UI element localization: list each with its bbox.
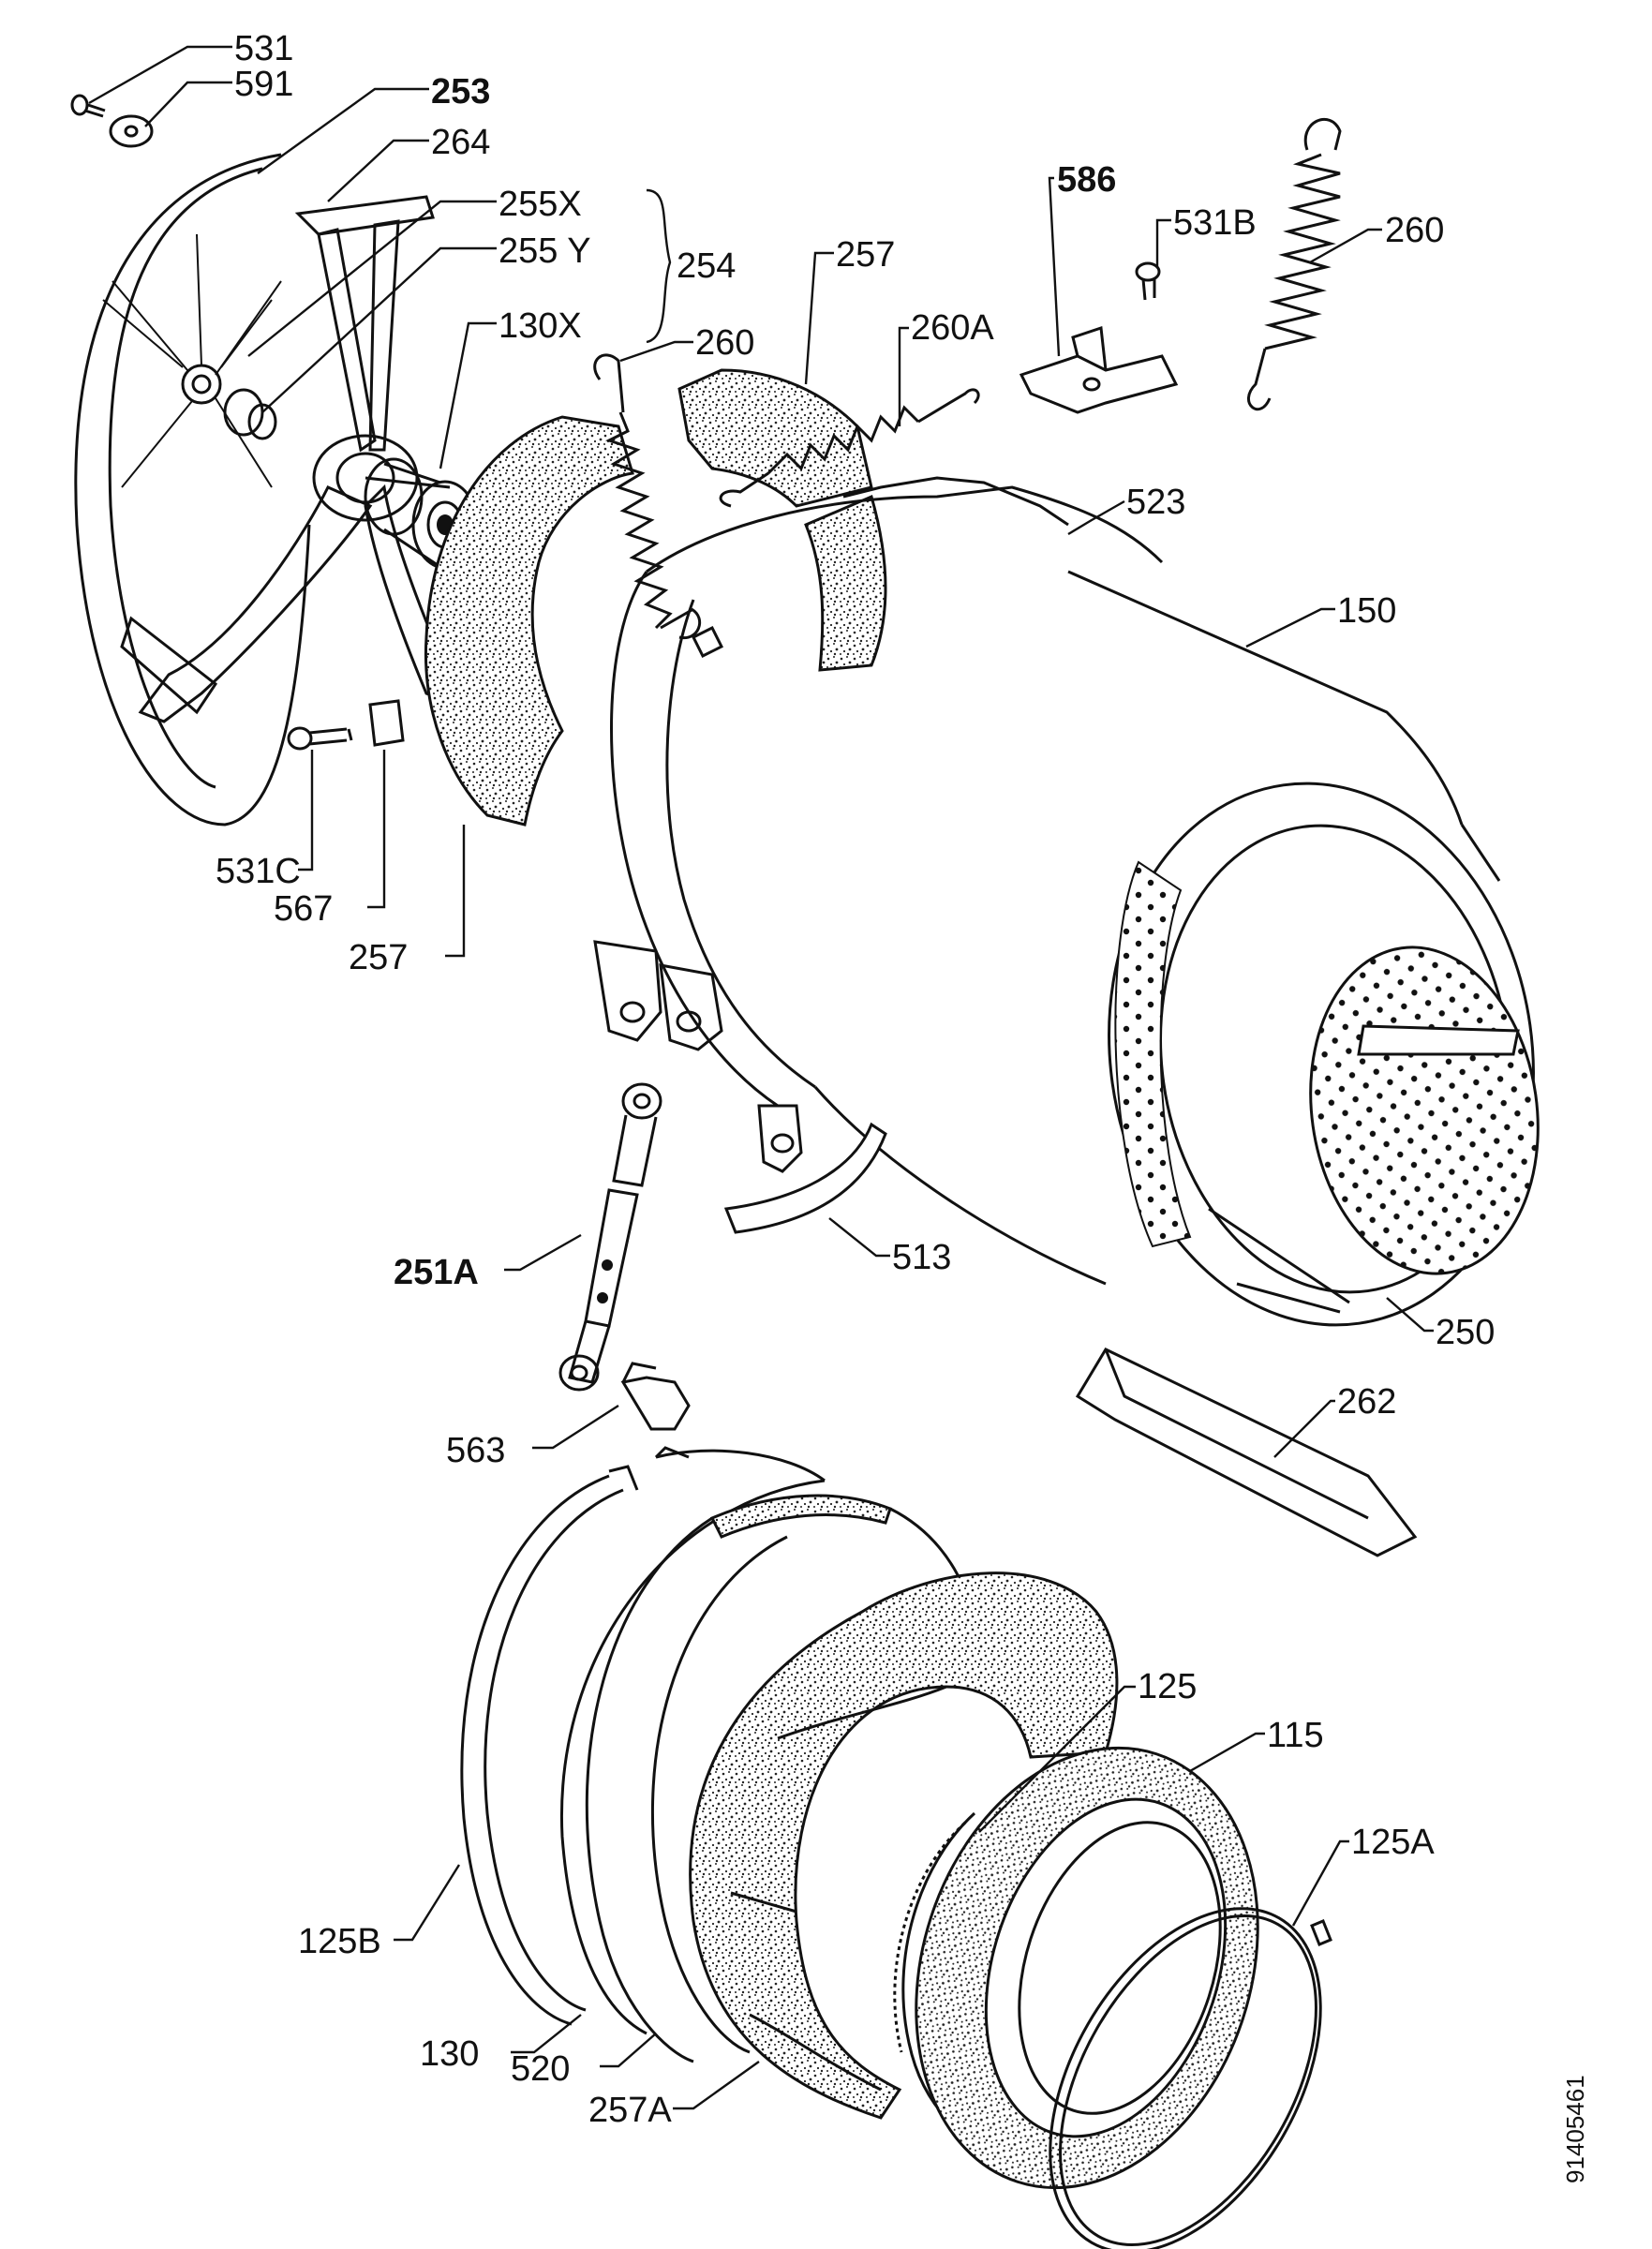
outer-tub-150 [610,476,1501,1286]
front-tub-520 [585,1494,981,2063]
screw-531B [1135,261,1161,301]
label-250: 250 [1436,1313,1495,1352]
label-264: 264 [431,123,490,162]
label-531: 531 [234,29,293,68]
label-586: 586 [1057,160,1116,200]
spring-260-A [719,388,980,508]
label-531B: 531B [1173,203,1257,243]
label-513: 513 [892,1238,951,1277]
label-563: 563 [446,1431,505,1470]
screw-531 [70,94,106,118]
label-591: 591 [234,65,293,104]
bracket-586 [1019,325,1179,414]
leader-lines [88,45,1434,2110]
tub-mount-lugs [593,625,803,1173]
shaft-and-bearings [223,388,479,570]
shock-absorber-251A [558,1082,662,1392]
bolt-563 [620,1362,691,1431]
label-255y: 255 Y [499,231,591,271]
label-260-left: 260 [695,323,754,363]
label-567: 567 [274,889,333,929]
label-523: 523 [1126,483,1185,522]
label-257A: 257A [588,2091,672,2130]
label-125B: 125B [298,1922,381,1961]
drum-pulley-253 [74,153,311,827]
clamp-ring-125B [460,1446,826,2026]
label-130: 130 [420,2034,479,2074]
label-150: 150 [1337,591,1396,631]
counterweight-257A [689,1571,1119,2120]
screw-531C [287,726,353,751]
label-260A: 260A [911,308,994,348]
inner-drum-250 [1108,782,1540,1327]
label-260-right: 260 [1385,211,1444,250]
label-125A: 125A [1351,1823,1435,1862]
label-257-top: 257 [836,235,895,275]
label-251A: 251A [394,1253,479,1292]
label-255x: 255X [499,185,582,224]
label-257-left: 257 [349,938,408,977]
label-531C: 531C [216,852,301,891]
bellows-115 [915,1746,1259,2190]
label-262: 262 [1337,1382,1396,1422]
label-253: 253 [431,72,490,112]
strap-513 [723,1122,887,1234]
plate-567 [368,699,405,747]
counterweight-257-left [424,415,634,827]
callout-labels: 531 591 253 264 255X 255 Y 254 130X 260 … [216,29,1495,2130]
counterweight-257-top [677,368,887,672]
document-number: 91405461 [1561,2075,1589,2183]
label-125: 125 [1138,1667,1197,1706]
label-130x: 130X [499,306,582,346]
label-115: 115 [1267,1716,1324,1755]
washer-591 [109,114,154,148]
spring-260-right [1247,118,1342,411]
label-520: 520 [511,2049,570,2089]
label-254: 254 [677,246,736,286]
drum-baffle-262 [1075,1348,1418,1557]
clamp-ring-125A [1049,1907,1332,2249]
